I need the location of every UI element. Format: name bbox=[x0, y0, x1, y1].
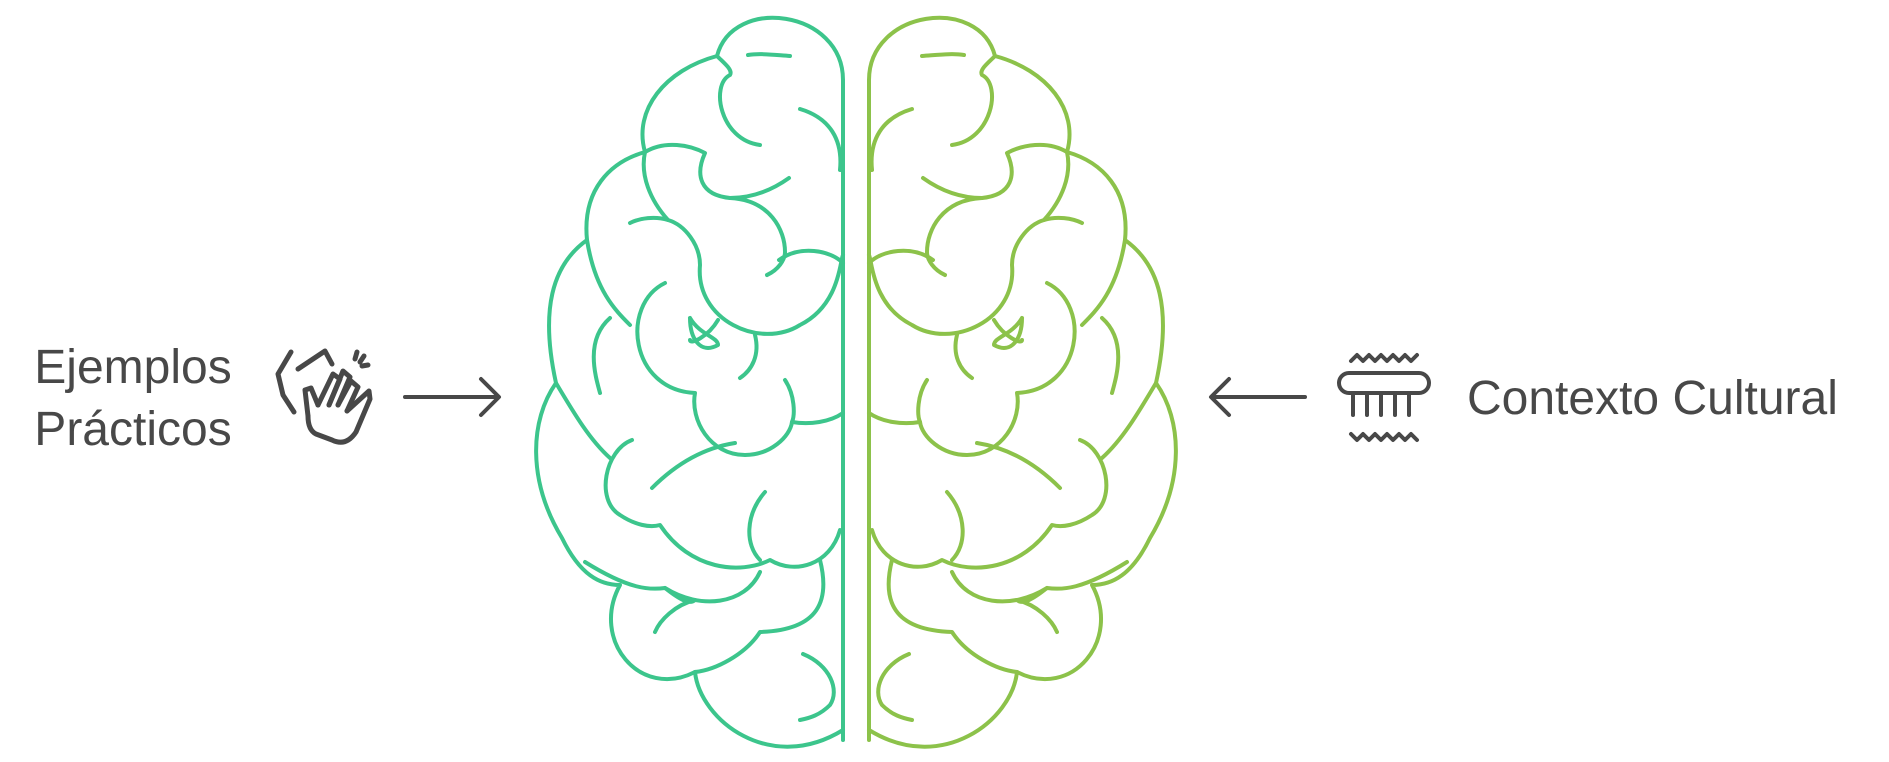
right-arrow-icon bbox=[1209, 377, 1307, 417]
clapping-hands-icon bbox=[275, 348, 373, 445]
brain-left-hemisphere bbox=[534, 15, 845, 749]
heater-waves-icon bbox=[1337, 353, 1431, 442]
left-label-line2: Prácticos bbox=[34, 403, 232, 456]
left-label-line1: Ejemplos bbox=[34, 341, 232, 394]
brain-icon bbox=[534, 15, 1178, 749]
brain-right-hemisphere bbox=[867, 15, 1178, 749]
right-label: Contexto Cultural bbox=[1467, 372, 1838, 425]
left-label: Ejemplos Prácticos bbox=[18, 337, 248, 461]
left-arrow-icon bbox=[403, 377, 501, 417]
